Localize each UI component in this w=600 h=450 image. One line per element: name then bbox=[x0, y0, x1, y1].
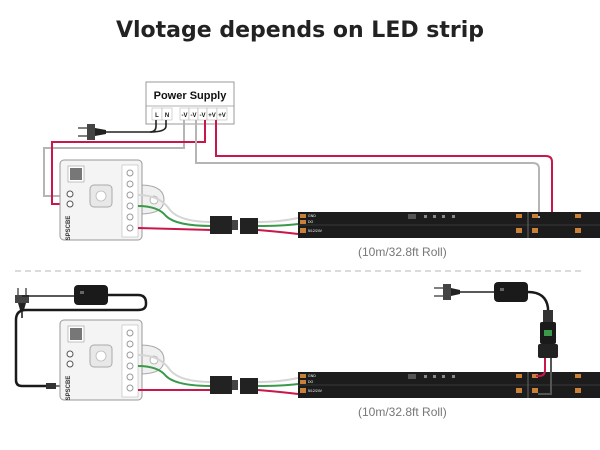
diagram-title: Vlotage depends on LED strip bbox=[116, 18, 484, 43]
terminal-pos-2: +V bbox=[218, 113, 226, 119]
signal-white-bottom bbox=[137, 354, 213, 383]
dc-cable-right bbox=[527, 290, 550, 322]
jst-connector-top bbox=[210, 216, 258, 234]
led-strip-top: GND DO 5/12/24V bbox=[298, 212, 600, 238]
power-supply: Power Supply L N -V -V -V +V +V bbox=[145, 81, 235, 125]
terminal-neg-3: -V bbox=[200, 113, 206, 119]
strip-pad-gnd-top: GND bbox=[308, 214, 316, 218]
ac-plug-right-bottom-icon bbox=[434, 284, 460, 300]
controller-brand-top: SPSCBE bbox=[66, 216, 72, 241]
ps-to-strip-end-gray bbox=[195, 120, 540, 216]
ps-to-controller-red bbox=[51, 120, 206, 205]
strip-pad-v-bottom: 5/12/24V bbox=[308, 389, 323, 393]
dc-to-strip-red bbox=[536, 358, 546, 377]
terminal-neg-2: -V bbox=[191, 113, 197, 119]
terminal-n: N bbox=[165, 113, 169, 119]
ac-plug-left-bottom-icon bbox=[15, 288, 29, 310]
power-adapter-left bbox=[74, 285, 108, 305]
roll-label-bottom: (10m/32.8ft Roll) bbox=[358, 405, 447, 419]
signal-green-top bbox=[137, 205, 213, 227]
ps-to-strip-end-red bbox=[215, 120, 553, 230]
terminal-neg-1: -V bbox=[182, 113, 188, 119]
controller-brand-bottom: SPSCBE bbox=[66, 376, 72, 401]
terminal-pos-1: +V bbox=[208, 113, 216, 119]
strip-pad-do-top: DO bbox=[308, 220, 314, 224]
roll-label-top: (10m/32.8ft Roll) bbox=[358, 245, 447, 259]
ac-plug-icon bbox=[78, 124, 106, 140]
dc-barrel-connector bbox=[538, 310, 558, 358]
dc-cable-left bbox=[14, 293, 148, 388]
jst-connector-bottom bbox=[210, 376, 258, 394]
power-supply-label: Power Supply bbox=[154, 90, 228, 102]
power-supply-terminals: L N -V -V -V +V +V bbox=[151, 107, 228, 121]
signal-red-top bbox=[137, 227, 213, 231]
ps-to-controller-gray bbox=[43, 120, 185, 197]
led-strip-bottom: GND DO 5/12/24V bbox=[298, 372, 600, 398]
power-adapter-right bbox=[494, 282, 528, 302]
signal-white-top bbox=[137, 194, 213, 223]
terminal-l: L bbox=[155, 113, 159, 119]
strip-pad-v-top: 5/12/24V bbox=[308, 229, 323, 233]
controller-bottom: SPSCBE bbox=[59, 319, 165, 401]
signal-green-bottom bbox=[137, 365, 213, 387]
strip-pad-gnd-bottom: GND bbox=[308, 374, 316, 378]
controller-top: SPSCBE bbox=[59, 159, 165, 241]
strip-pad-do-bottom: DO bbox=[308, 380, 314, 384]
dc-to-strip-black bbox=[538, 358, 552, 395]
